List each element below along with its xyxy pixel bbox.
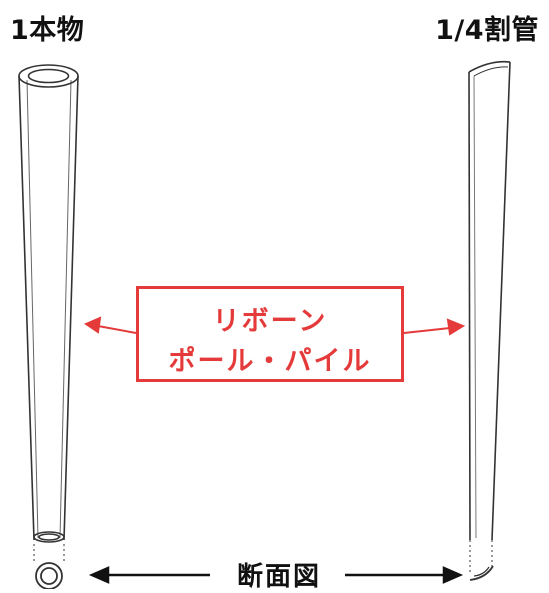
section-arrow-left-head	[88, 566, 110, 584]
cross-section-label: 断面図	[213, 556, 345, 593]
callout-arrow-right-head	[446, 318, 466, 336]
callout-box: リボーン ポール・パイル	[136, 286, 404, 382]
quarter-split-pipe-title: 1/4割管	[435, 15, 539, 46]
section-arrows	[88, 566, 464, 584]
full-pipe-cross-section	[35, 562, 63, 589]
callout-title: リボーン	[212, 306, 328, 337]
callout-arrows	[83, 316, 466, 336]
callout-arrow-left-head	[83, 316, 102, 334]
full-pipe-title: 1本物	[10, 15, 85, 46]
quarter-pipe-cross-section	[469, 565, 494, 581]
callout-subtitle: ポール・パイル	[168, 346, 372, 377]
section-arrow-right-head	[442, 566, 464, 584]
quarter-split-pipe	[468, 60, 511, 572]
full-pipe	[18, 64, 79, 564]
